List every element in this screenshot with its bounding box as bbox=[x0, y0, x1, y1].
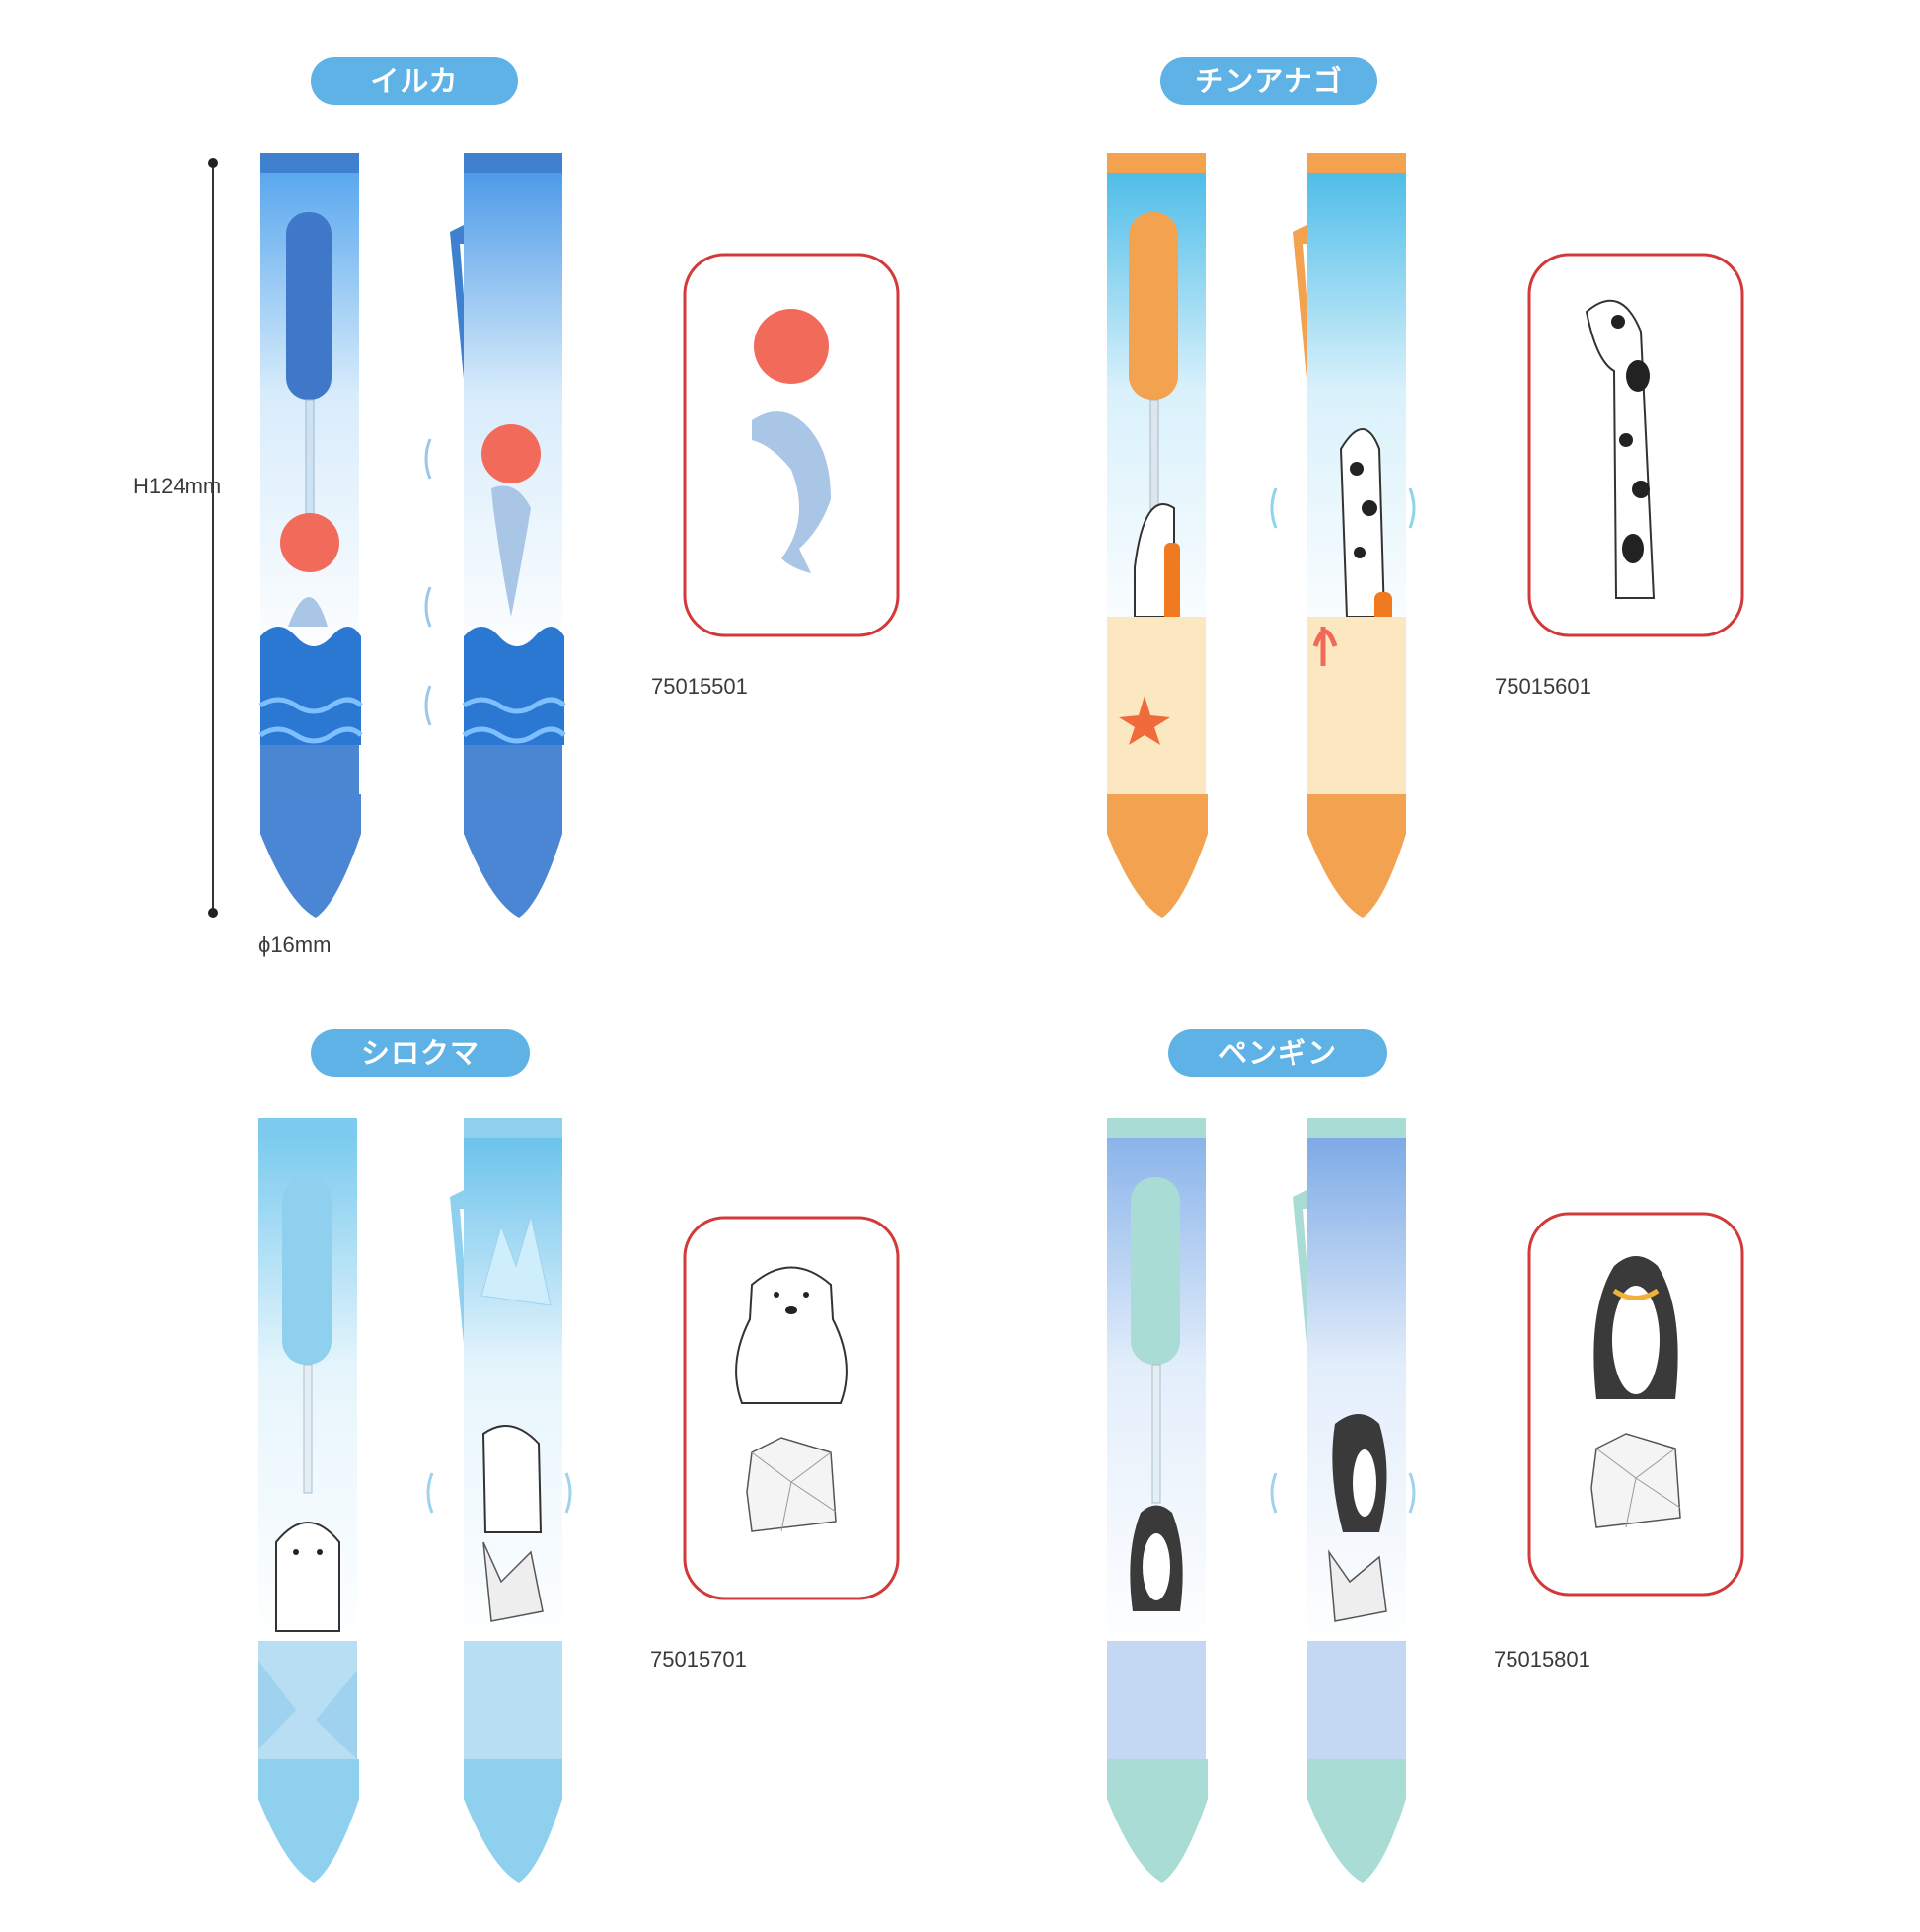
charm-detail-frame bbox=[1527, 253, 1744, 637]
product-panel-penguin: ペンギン bbox=[844, 972, 1804, 1932]
pen-front-view bbox=[1107, 1118, 1208, 1883]
pen-side-view bbox=[1270, 153, 1416, 918]
product-panel-polar-bear: シロクマ bbox=[0, 972, 960, 1932]
polar-bear-icon bbox=[735, 1266, 848, 1532]
pen-front-view bbox=[258, 153, 363, 918]
diameter-dimension-label: ϕ16mm bbox=[258, 932, 332, 957]
product-name-label: チンアナゴ bbox=[1160, 57, 1377, 105]
height-dimension-label: H124mm bbox=[133, 474, 222, 498]
product-name-label: ペンギン bbox=[1168, 1029, 1387, 1077]
penguin-icon bbox=[1590, 1256, 1681, 1528]
charm-detail-frame bbox=[1527, 1212, 1744, 1597]
product-panel-dolphin: イルカ H124mm ϕ16mm bbox=[0, 0, 960, 960]
dolphin-icon bbox=[752, 309, 831, 573]
charm-detail-frame bbox=[683, 253, 900, 637]
product-code: 75015501 bbox=[651, 674, 748, 699]
pen-front-view bbox=[258, 1118, 359, 1883]
height-dimension-line bbox=[208, 158, 218, 918]
pen-side-view bbox=[424, 153, 566, 918]
charm-detail-frame bbox=[683, 1216, 900, 1600]
product-code: 75015801 bbox=[1494, 1647, 1590, 1672]
product-name-label: シロクマ bbox=[311, 1029, 530, 1077]
garden-eel-icon bbox=[1585, 299, 1656, 599]
product-code: 75015601 bbox=[1495, 674, 1591, 699]
product-code: 75015701 bbox=[650, 1647, 747, 1672]
pen-side-view bbox=[426, 1118, 572, 1883]
product-panel-garden-eel: チンアナゴ bbox=[844, 0, 1804, 960]
pen-front-view bbox=[1107, 153, 1208, 918]
pen-side-view bbox=[1270, 1118, 1416, 1883]
product-name-label: イルカ bbox=[311, 57, 518, 105]
